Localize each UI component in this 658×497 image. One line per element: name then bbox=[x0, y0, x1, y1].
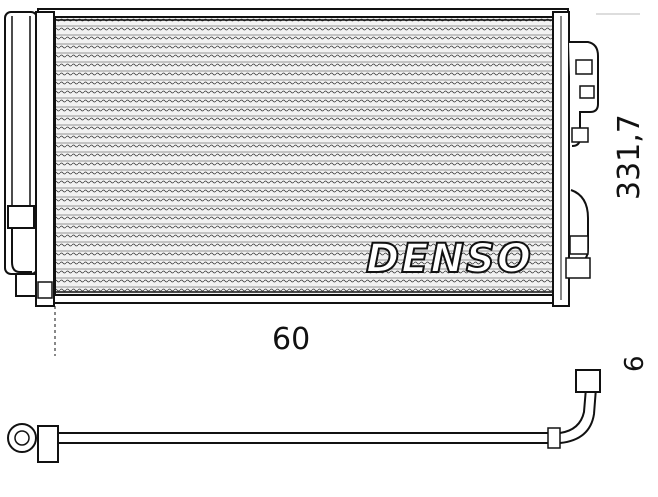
brand-logo: DENSO bbox=[365, 235, 533, 283]
width-dimension-label: 60 bbox=[272, 322, 311, 357]
left-tank bbox=[4, 11, 55, 307]
height-dimension-label: 331,7 bbox=[612, 114, 647, 200]
right-tank bbox=[552, 11, 570, 307]
dimension-marks bbox=[54, 13, 640, 356]
right-fittings bbox=[565, 41, 599, 279]
depth-dimension-label: 6 bbox=[620, 355, 650, 372]
refrigerant-pipe bbox=[7, 369, 601, 463]
condenser-core bbox=[54, 13, 554, 299]
